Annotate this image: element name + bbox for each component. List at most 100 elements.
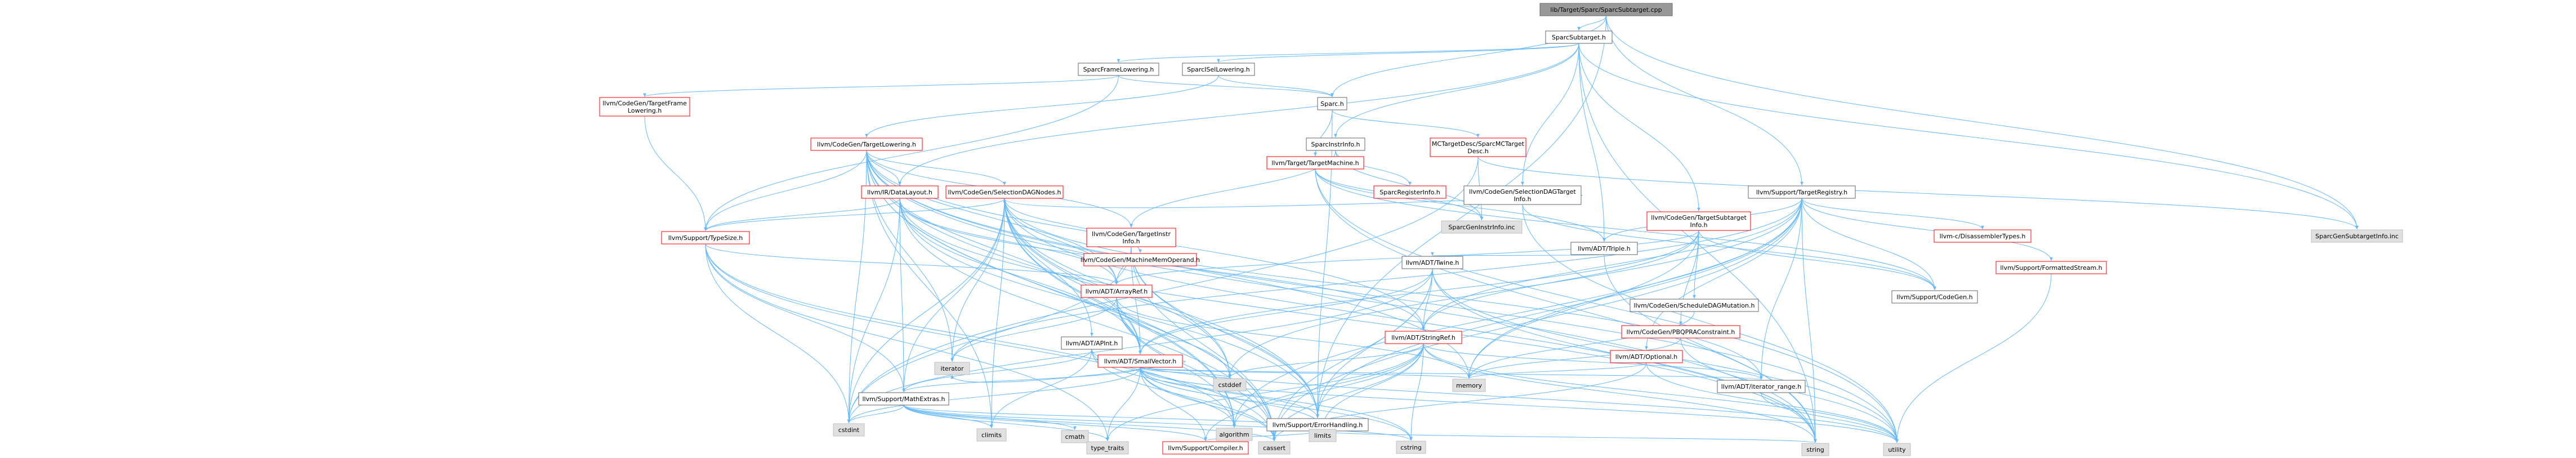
node-root[interactable]: lib/Target/Sparc/SparcSubtarget.cpp — [1539, 3, 1673, 16]
edge-sdnodes-to-cstdint — [847, 198, 1005, 424]
node-triple[interactable]: llvm/ADT/Triple.h — [1570, 242, 1638, 255]
node-iterator[interactable]: iterator — [934, 362, 970, 375]
node-errhandling[interactable]: llvm/Support/ErrorHandling.h — [1266, 418, 1369, 432]
node-algorithm[interactable]: algorithm — [1216, 428, 1253, 441]
edge-line — [1140, 367, 1236, 428]
edge-tii-to-errhandling — [1131, 246, 1319, 419]
edge-sparcsubtarget_h-to-triple — [1578, 43, 1606, 242]
edge-sdnodes-to-typesize — [704, 198, 1005, 232]
node-climits[interactable]: climits — [976, 428, 1007, 442]
edge-line — [1477, 156, 2359, 230]
node-box — [1570, 242, 1638, 255]
node-typesize[interactable]: llvm/Support/TypeSize.h — [661, 231, 750, 244]
edge-stringref-to-type_traits — [1106, 343, 1424, 442]
node-sparcinstrinfo_h[interactable]: SparcInstrInfo.h — [1306, 137, 1365, 151]
edge-tsi-to-smallvector — [1139, 230, 1699, 355]
edge-schedmut-to-memory — [1467, 311, 1695, 379]
edge-line — [1646, 362, 1899, 443]
node-utility[interactable]: utility — [1883, 443, 1911, 456]
node-label: llvm/Support/TargetRegistry.h — [1756, 189, 1847, 196]
edge-line — [866, 150, 901, 186]
edge-line — [1273, 198, 1802, 442]
node-sdnodes[interactable]: llvm/CodeGen/SelectionDAGNodes.h — [945, 185, 1064, 199]
node-string[interactable]: string — [1801, 443, 1829, 456]
node-schedmut[interactable]: llvm/CodeGen/ScheduleDAGMutation.h — [1629, 299, 1759, 312]
node-sparcisellowering_h[interactable]: SparcISelLowering.h — [1182, 63, 1255, 76]
node-memory[interactable]: memory — [1452, 379, 1486, 392]
node-iterrange[interactable]: llvm/ADT/iterator_range.h — [1717, 380, 1806, 393]
node-stringref[interactable]: llvm/ADT/StringRef.h — [1385, 331, 1462, 344]
node-mmo[interactable]: llvm/CodeGen/MachineMemOperand.h — [1081, 253, 1200, 266]
node-cmath[interactable]: cmath — [1061, 430, 1089, 443]
node-arrayref[interactable]: llvm/ADT/ArrayRef.h — [1081, 284, 1153, 298]
node-label: iterator — [941, 365, 964, 372]
edge-line — [847, 198, 1005, 424]
edge-line — [1117, 43, 1579, 63]
node-apint[interactable]: llvm/ADT/APInt.h — [1061, 336, 1123, 350]
node-sparc_h[interactable]: Sparc.h — [1317, 97, 1347, 110]
edge-line — [1467, 337, 1681, 379]
edge-line — [1004, 198, 1093, 337]
node-cstring[interactable]: cstring — [1396, 441, 1426, 454]
edge-mcdesc-to-cstdint — [847, 156, 1479, 424]
edge-tlowering-to-cassert — [866, 150, 1276, 442]
node-datalayout[interactable]: llvm/IR/DataLayout.h — [861, 185, 939, 199]
node-cstddef[interactable]: cstddef — [1213, 378, 1247, 392]
edge-tlowering-to-typesize — [704, 150, 867, 232]
node-box — [1182, 63, 1255, 76]
node-cassert[interactable]: cassert — [1258, 441, 1291, 455]
node-tm[interactable]: llvm/Target/TargetMachine.h — [1266, 156, 1364, 170]
edge-line — [1578, 43, 1700, 212]
node-pbqp[interactable]: llvm/CodeGen/PBQPRAConstraint.h — [1621, 325, 1740, 339]
node-sparcframelowering_h[interactable]: SparcFrameLowering.h — [1078, 63, 1159, 76]
node-optional[interactable]: llvm/ADT/Optional.h — [1610, 350, 1683, 363]
node-sparcsubtarget_h[interactable]: SparcSubtarget.h — [1545, 30, 1613, 44]
node-compiler[interactable]: llvm/Support/Compiler.h — [1162, 441, 1249, 455]
edge-line — [1334, 43, 1579, 138]
edge-tlowering-to-errhandling — [866, 150, 1319, 419]
edge-line — [1228, 198, 1802, 379]
node-codegen[interactable]: llvm/Support/CodeGen.h — [1891, 290, 1978, 304]
node-geninstr[interactable]: SparcGenInstrInfo.inc — [1441, 220, 1523, 234]
node-disasm[interactable]: llvm-c/DisassemblerTypes.h — [1934, 229, 2032, 243]
node-cstdint[interactable]: cstdint — [833, 423, 865, 437]
node-box — [1539, 3, 1673, 16]
node-box — [1717, 380, 1806, 393]
edge-targetregistry-to-iterrange — [1760, 198, 1802, 380]
node-label: llvm/IR/DataLayout.h — [867, 189, 932, 196]
edge-line — [1606, 15, 2359, 230]
node-label: llvm/CodeGen/MachineMemOperand.h — [1081, 256, 1200, 264]
edge-tii-to-cstdint — [847, 246, 1132, 424]
node-smallvector[interactable]: llvm/ADT/SmallVector.h — [1097, 354, 1183, 368]
node-sparcreginfo_h[interactable]: SparcRegisterInfo.h — [1373, 185, 1447, 199]
node-gensub[interactable]: SparcGenSubtargetInfo.inc — [2311, 229, 2403, 243]
node-type_traits[interactable]: type_traits — [1086, 441, 1129, 455]
node-label: SparcInstrInfo.h — [1311, 141, 1360, 148]
edge-line — [866, 150, 993, 429]
edge-triple-to-twine — [1432, 252, 1605, 256]
node-box — [945, 185, 1064, 199]
edge-stringref-to-compiler — [1204, 343, 1424, 442]
edge-line — [705, 243, 1236, 428]
node-label: SparcFrameLowering.h — [1083, 66, 1154, 73]
edge-line — [1316, 198, 1802, 419]
node-limits[interactable]: limits — [1309, 429, 1337, 442]
node-targetregistry[interactable]: llvm/Support/TargetRegistry.h — [1748, 185, 1856, 199]
edge-line — [704, 75, 1119, 232]
node-twine[interactable]: llvm/ADT/Twine.h — [1401, 256, 1463, 269]
node-fmtstream[interactable]: llvm/Support/FormattedStream.h — [1995, 261, 2107, 274]
node-mathextras[interactable]: llvm/Support/MathExtras.h — [858, 392, 949, 406]
edge-line — [1801, 198, 2053, 261]
node-tlowering[interactable]: llvm/CodeGen/TargetLowering.h — [810, 137, 923, 151]
edge-line — [643, 75, 1119, 97]
edge-line — [1228, 343, 1424, 379]
node-box — [1373, 185, 1447, 199]
node-label: llvm/Support/MathExtras.h — [863, 395, 945, 403]
node-box — [661, 231, 750, 244]
